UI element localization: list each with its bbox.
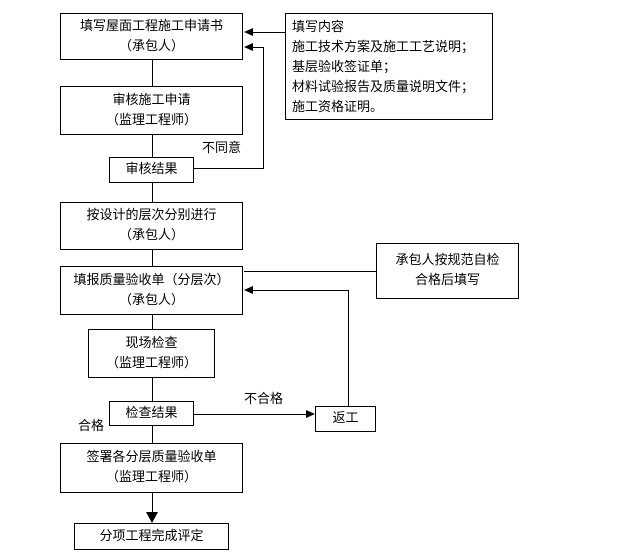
node-review-result-label: 审核结果: [125, 162, 178, 177]
edge-label-pass: 合格: [78, 419, 105, 434]
note-self-check-line2: 合格后填写: [414, 273, 480, 288]
node-by-layer-line1: 按设计的层次分别进行: [86, 208, 217, 223]
note-self-check: 承包人按规范自检 合格后填写: [376, 243, 519, 299]
node-fill-form-line2: （承包人）: [118, 292, 184, 308]
edge-label-disagree: 不同意: [202, 141, 242, 156]
connector-fillform-sitecheck: [152, 315, 153, 329]
edge-label-fail: 不合格: [244, 392, 284, 407]
node-review: 审核施工申请 （监理工程师）: [60, 86, 243, 135]
node-site-check: 现场检查 （监理工程师）: [88, 329, 215, 378]
node-fill-form: 填报质量验收单（分层次） （承包人）: [60, 266, 243, 315]
connector-review-result: [152, 135, 153, 157]
connector-result-bylayer: [152, 183, 153, 202]
connector-sitecheck-checkresult: [152, 378, 153, 401]
node-site-check-line1: 现场检查: [125, 335, 178, 351]
node-review-result: 审核结果: [109, 157, 194, 183]
connector-rework-up: [348, 290, 349, 406]
connector-apply-review: [152, 60, 153, 86]
connector-bylayer-fillform: [152, 250, 153, 266]
node-rework: 返工: [315, 406, 376, 432]
node-fill-form-line1: 填报质量验收单（分层次）: [73, 272, 230, 288]
note-fill-content-line1: 施工技术方案及施工工艺说明；: [292, 40, 475, 55]
note-fill-content-line0: 填写内容: [292, 20, 345, 35]
node-check-result: 检查结果: [109, 401, 194, 426]
node-apply-line1: 填写屋面工程施工申请书: [79, 18, 223, 34]
node-review-line2: （监理工程师）: [105, 112, 197, 128]
connector-fail: [194, 414, 306, 415]
connector-disagree-top: [253, 47, 263, 48]
note-self-check-line1: 承包人按规范自检: [395, 253, 500, 268]
note-fill-content-line2: 基层验收签证单；: [292, 60, 397, 75]
note-fill-content: 填写内容 施工技术方案及施工工艺说明； 基层验收签证单； 材料试验报告及质量说明…: [285, 13, 493, 120]
node-review-line1: 审核施工申请: [112, 92, 191, 108]
connector-signform-final: [152, 493, 153, 513]
arrowhead-down-final: [146, 512, 158, 523]
node-final-label: 分项工程完成评定: [99, 528, 204, 544]
node-by-layer-line2: （承包人）: [118, 228, 184, 243]
node-rework-label: 返工: [332, 411, 359, 426]
connector-disagree-up: [263, 47, 264, 169]
connector-rework-left: [253, 290, 348, 291]
arrowhead-left-apply-note: [244, 28, 253, 36]
node-final: 分项工程完成评定: [74, 523, 229, 550]
node-sign-form: 签署各分层质量验收单 （监理工程师）: [60, 443, 243, 493]
arrowhead-right-rework: [306, 410, 315, 418]
node-site-check-line2: （监理工程师）: [105, 355, 197, 371]
connector-selfcheck-fillform: [244, 271, 376, 272]
note-fill-content-line3: 材料试验报告及质量说明文件；: [292, 80, 475, 95]
node-by-layer: 按设计的层次分别进行 （承包人）: [60, 202, 243, 250]
node-check-result-label: 检查结果: [125, 405, 178, 421]
node-sign-form-line2: （监理工程师）: [105, 470, 197, 485]
connector-note-apply: [253, 32, 285, 33]
note-fill-content-line4: 施工资格证明。: [292, 100, 384, 115]
arrowhead-left-apply-disagree: [244, 43, 253, 51]
connector-disagree-bottom: [194, 168, 264, 169]
node-apply-line2: （承包人）: [118, 38, 184, 54]
node-apply: 填写屋面工程施工申请书 （承包人）: [60, 13, 243, 60]
connector-checkresult-signform: [152, 426, 153, 443]
arrowhead-left-fillform-rework: [244, 286, 253, 294]
node-sign-form-line1: 签署各分层质量验收单: [86, 450, 217, 465]
